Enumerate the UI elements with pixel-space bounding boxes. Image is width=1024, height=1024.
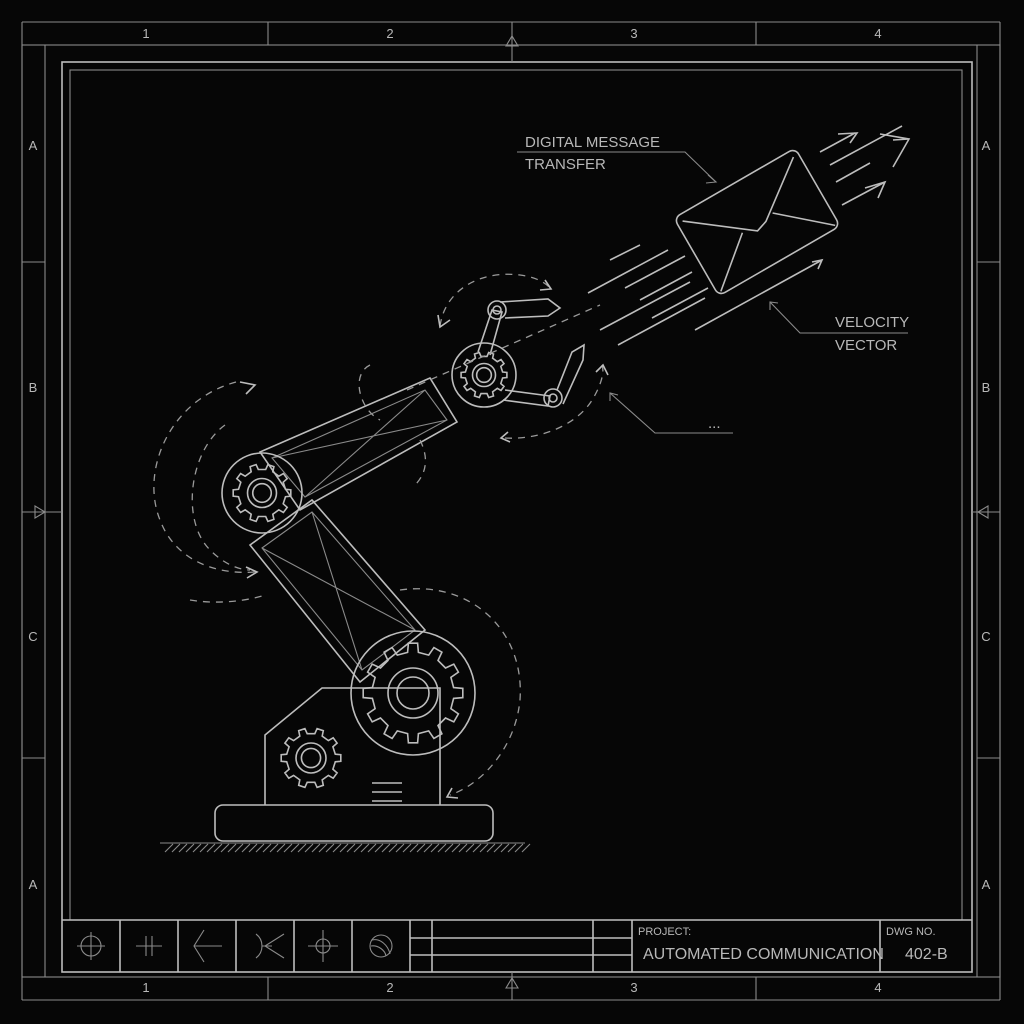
- robot-arm: [153, 273, 609, 853]
- junction-icon: [255, 933, 285, 959]
- annotation-velocity-line2: VECTOR: [835, 337, 897, 354]
- envelope-icon: [675, 149, 839, 295]
- annotation-velocity-line1: VELOCITY: [835, 314, 909, 331]
- leader-lines: [517, 151, 908, 434]
- column-label: 4: [874, 26, 881, 41]
- title-block: [62, 919, 972, 972]
- robot-base-plate: [214, 804, 494, 842]
- row-label: A: [982, 138, 991, 153]
- drawing-frame: [21, 21, 1001, 1001]
- upper-arm: [258, 376, 459, 512]
- crosshair-circle-icon: [77, 932, 105, 960]
- row-label: C: [981, 629, 990, 644]
- column-label: 2: [386, 26, 393, 41]
- annotation-ellipsis: ...: [708, 415, 721, 432]
- base-gear-icon: [350, 630, 476, 756]
- row-labels: A B C A A B C A: [28, 138, 990, 892]
- project-name: AUTOMATED COMMUNICATION: [643, 946, 884, 963]
- column-label: 3: [630, 26, 637, 41]
- angle-icon: [193, 929, 222, 963]
- annotation-message-line1: DIGITAL MESSAGE: [525, 134, 660, 151]
- column-label: 1: [142, 980, 149, 995]
- column-label: 1: [142, 26, 149, 41]
- column-label: 3: [630, 980, 637, 995]
- wrist-gear-icon: [451, 342, 517, 408]
- speed-lines: [587, 125, 911, 346]
- motion-arcs: [153, 273, 609, 799]
- row-label: A: [29, 138, 38, 153]
- small-gear-icon: [280, 727, 342, 789]
- dwg-number: 402-B: [905, 946, 948, 963]
- project-label: PROJECT:: [638, 926, 691, 938]
- lower-arm: [248, 498, 427, 684]
- column-label: 2: [386, 980, 393, 995]
- row-label: B: [982, 380, 991, 395]
- title-block-symbols: [77, 929, 393, 963]
- crosshair-icon: [308, 930, 338, 962]
- elbow-gear-icon: [221, 452, 303, 534]
- column-labels-top: 1 2 3 4: [142, 26, 881, 41]
- annotation-message-line2: TRANSFER: [525, 156, 606, 173]
- gripper: [477, 298, 585, 408]
- row-label: A: [29, 877, 38, 892]
- column-labels-bottom: 1 2 3 4: [142, 980, 881, 995]
- dwg-label: DWG NO.: [886, 926, 936, 938]
- row-label: C: [28, 629, 37, 644]
- capacitor-icon: [136, 936, 162, 956]
- column-label: 4: [874, 980, 881, 995]
- ground-hatching: [160, 842, 531, 853]
- row-label: A: [982, 877, 991, 892]
- sphere-icon: [369, 934, 393, 958]
- row-label: B: [29, 380, 38, 395]
- robot-body: [264, 687, 441, 805]
- annotation-labels: DIGITAL MESSAGE TRANSFER VELOCITY VECTOR…: [525, 134, 909, 432]
